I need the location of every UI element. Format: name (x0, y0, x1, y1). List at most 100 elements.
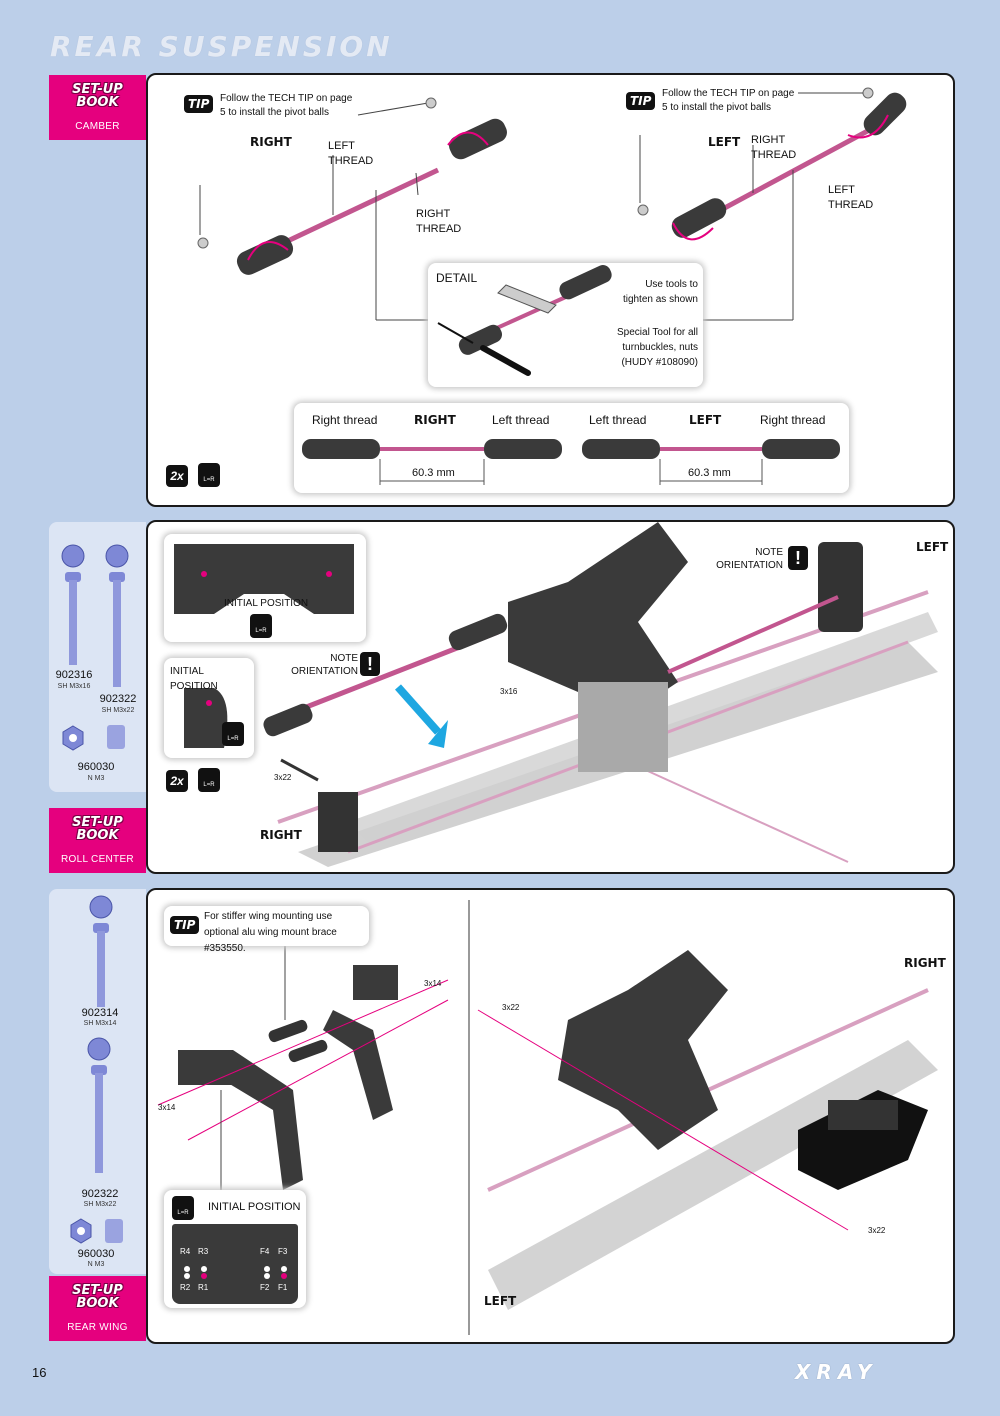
note-orientation-label-2: NOTE ORIENTATION (716, 547, 783, 571)
screw-size-3x22-a: 3x22 (502, 1003, 520, 1012)
wing-mount-plate: R4 R3 R2 R1 F4 F3 F2 F1 (172, 1224, 298, 1304)
right-label: RIGHT (904, 956, 946, 970)
quantity-badge: 2x (166, 770, 188, 792)
right-label: RIGHT (250, 135, 292, 149)
detail-label: DETAIL (436, 271, 478, 285)
position-f2: F2 (260, 1283, 270, 1292)
spec-dimension-2: 60.3 mm (688, 467, 731, 479)
detail-note-tools: Use tools to tighten as shown (622, 279, 698, 305)
left-turnbuckle-drawing (637, 87, 907, 321)
right-thread-label-a: RIGHT THREAD (416, 208, 462, 235)
part-902322-number: 902322 (99, 693, 137, 705)
spec-left-thread-1: Left thread (492, 413, 550, 427)
setup-book-logo: SET-UP BOOK (72, 815, 123, 843)
screw-size-3x22: 3x22 (274, 773, 292, 782)
part-902314-number: 902314 (81, 1007, 119, 1019)
setup-book-tab-camber: SET-UP BOOK CAMBER (49, 75, 146, 140)
tip-badge: TIP (170, 916, 200, 934)
left-equals-right-icon: L=R (172, 1196, 194, 1220)
screw-size-3x14-a: 3x14 (424, 979, 442, 988)
setup-tab-label: CAMBER (75, 121, 120, 132)
xray-logo: XRAY (795, 1360, 878, 1384)
setup-book-tab-rear-wing: SET-UP BOOK REAR WING (49, 1276, 146, 1341)
part-960030-desc: N M3 (87, 1261, 105, 1268)
right-label: RIGHT (260, 828, 302, 842)
roll-center-panel: INITIAL POSITION L=R INITIAL POSITION L=… (146, 520, 955, 874)
left-thread-label-b: LEFT THREAD (828, 184, 874, 211)
shock-tower-plate-drawing (174, 544, 354, 614)
right-thread-label-b: RIGHT THREAD (751, 134, 797, 161)
part-902316-desc: SH M3x16 (57, 683, 91, 690)
setup-tab-label: ROLL CENTER (61, 854, 134, 865)
left-equals-right-icon: L=R (198, 463, 220, 487)
setup-book-logo: SET-UP BOOK (72, 82, 123, 110)
left-label: LEFT (484, 1294, 517, 1308)
setup-book-tab-roll-center: SET-UP BOOK ROLL CENTER (49, 808, 146, 873)
detail-note-hudy: Special Tool for all turnbuckles, nuts (… (617, 327, 698, 368)
left-equals-right-icon: L=R (250, 614, 272, 638)
spec-right-thread-2: Right thread (760, 413, 826, 427)
part-902322-desc: SH M3x22 (101, 707, 135, 714)
part-902314-desc: SH M3x14 (83, 1020, 117, 1027)
screw-size-3x22-b: 3x22 (868, 1226, 886, 1235)
spec-drawing (302, 439, 840, 485)
tip-text-left: Follow the TECH TIP on page 5 to install… (662, 88, 795, 113)
rear-wing-panel: TIP For stiffer wing mounting use option… (146, 888, 955, 1344)
spec-right-label: RIGHT (414, 413, 456, 427)
part-902322-desc: SH M3x22 (83, 1201, 117, 1208)
initial-position-card-2: INITIAL POSITION L=R (164, 658, 254, 758)
rear-wing-parts-list: 902314 SH M3x14 902322 SH M3x22 960030 N… (49, 889, 146, 1274)
tip-badge-left: TIP (626, 92, 656, 110)
tool-drawing (437, 265, 612, 376)
position-r2: R2 (180, 1283, 191, 1292)
left-thread-label-a: LEFT THREAD (328, 140, 374, 167)
left-label: LEFT (916, 540, 949, 554)
setup-book-logo: SET-UP BOOK (72, 1283, 123, 1311)
part-960030-number: 960030 (77, 1248, 115, 1260)
warning-icon: ! (788, 546, 808, 570)
parts-drawing (61, 544, 129, 751)
position-r1: R1 (198, 1283, 209, 1292)
tip-badge-right: TIP (184, 95, 214, 113)
position-f4: F4 (260, 1247, 270, 1256)
page-title: REAR SUSPENSION (50, 30, 393, 63)
parts-drawing (70, 895, 123, 1244)
position-r3: R3 (198, 1247, 209, 1256)
part-902316-number: 902316 (55, 669, 93, 681)
initial-position-card-1: INITIAL POSITION L=R (164, 534, 366, 642)
setup-tab-label: REAR WING (67, 1322, 128, 1333)
quantity-badge: 2x (166, 465, 188, 487)
camber-illustration (197, 87, 907, 321)
bracket-plate-drawing (184, 688, 228, 748)
spec-left-thread-2: Left thread (589, 413, 647, 427)
tip-text-right: Follow the TECH TIP on page 5 to install… (220, 93, 353, 118)
part-902322-number: 902322 (81, 1188, 119, 1200)
left-equals-right-icon: L=R (198, 768, 220, 792)
position-f3: F3 (278, 1247, 288, 1256)
left-label: LEFT (708, 135, 741, 149)
right-turnbuckle-drawing (197, 97, 507, 321)
detail-card: DETAIL Use tools to tighten as shown Spe… (428, 263, 703, 387)
screw-size-3x14-b: 3x14 (158, 1103, 176, 1112)
part-960030-number: 960030 (77, 761, 115, 773)
initial-position-label-1: INITIAL POSITION (224, 598, 309, 609)
tip-text: For stiffer wing mounting use optional a… (204, 911, 337, 954)
position-holes (184, 1266, 287, 1279)
part-960030-desc: N M3 (87, 775, 105, 782)
spec-dimension-1: 60.3 mm (412, 467, 455, 479)
initial-position-label-2: INITIAL POSITION (170, 666, 218, 692)
left-equals-right-icon: L=R (222, 722, 244, 746)
turnbuckle-length-spec: Right thread RIGHT Left thread Left thre… (294, 403, 849, 493)
spec-left-label: LEFT (689, 413, 722, 427)
initial-position-label: INITIAL POSITION (208, 1201, 301, 1213)
position-r4: R4 (180, 1247, 191, 1256)
tip-card: TIP For stiffer wing mounting use option… (164, 906, 369, 954)
rear-wing-illustration (157, 900, 938, 1335)
note-orientation-label-1: NOTE ORIENTATION (291, 653, 358, 677)
camber-panel: TIP Follow the TECH TIP on page 5 to ins… (146, 73, 955, 507)
warning-icon: ! (360, 652, 380, 676)
position-f1: F1 (278, 1283, 288, 1292)
wing-initial-position-card: L=R INITIAL POSITION R4 R3 R2 R1 F4 F3 F… (164, 1190, 306, 1308)
spec-right-thread-1: Right thread (312, 413, 378, 427)
roll-center-illustration (263, 522, 938, 867)
